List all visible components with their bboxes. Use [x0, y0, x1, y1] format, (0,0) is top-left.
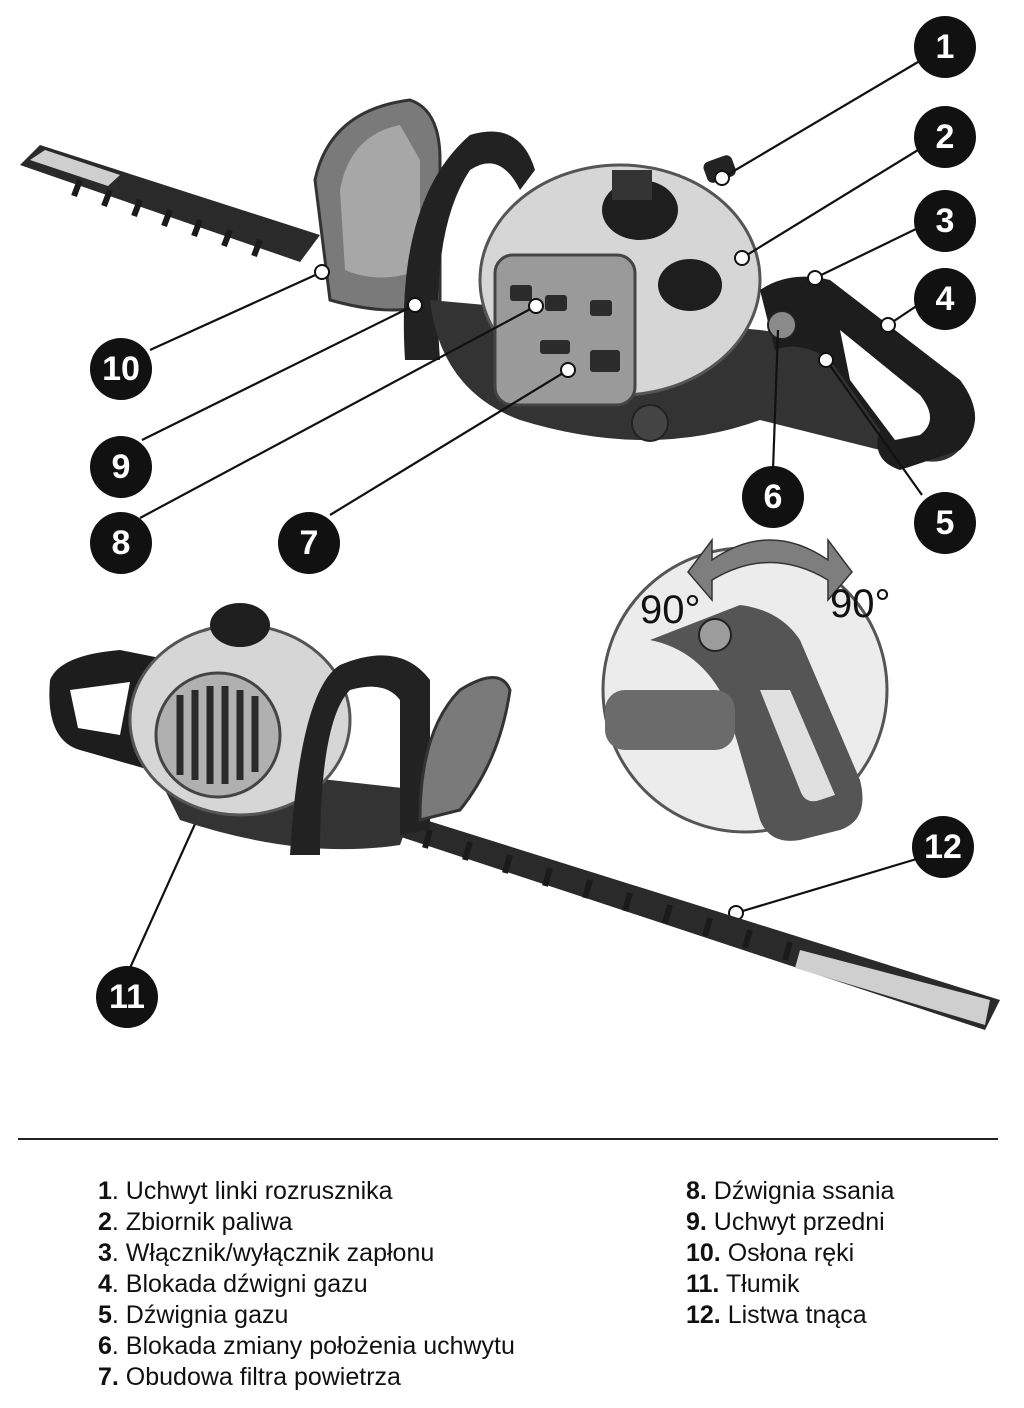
top-filter-vents: [510, 285, 620, 372]
legend-item: 4. Blokada dźwigni gazu: [98, 1270, 368, 1298]
callout-2: 2: [914, 106, 976, 168]
top-filter-housing: [493, 253, 637, 407]
bottom-hand-guard: [418, 676, 512, 822]
top-blade-tip: [30, 150, 120, 186]
top-muffler-cap: [631, 404, 669, 442]
bottom-trimmer: [49, 603, 1000, 1030]
callout-3: 3: [914, 190, 976, 252]
rotation-angle-left: 90°: [640, 588, 701, 632]
top-blade-teeth: [71, 178, 263, 258]
top-label-plate: [612, 170, 652, 200]
legend-item: 2. Zbiornik paliwa: [98, 1208, 293, 1236]
callout-9: 9: [90, 436, 152, 498]
legend-item: 1. Uchwyt linki rozrusznika: [98, 1177, 393, 1205]
callout-8: 8: [90, 512, 152, 574]
callout-4: 4: [914, 268, 976, 330]
product-diagram: 1 2 3 4 5 6 7 8 9 10 11 12 90° 90°: [20, 16, 1000, 1030]
bottom-front-handle: [290, 655, 430, 855]
callout-11: 11: [96, 966, 158, 1028]
top-oil-cap: [658, 259, 722, 311]
legend-item: 12. Listwa tnąca: [686, 1301, 867, 1329]
callout-6: 6: [742, 466, 804, 528]
legend-item: 11. Tłumik: [686, 1270, 800, 1298]
callout-1: 1: [914, 16, 976, 78]
legend-item: 10. Osłona ręki: [686, 1239, 855, 1267]
legend-divider: [18, 1138, 998, 1140]
callout-12: 12: [912, 816, 974, 878]
rotation-angle-right: 90°: [830, 582, 891, 626]
bottom-muffler: [154, 671, 282, 799]
legend-left-column: 1. Uchwyt linki rozrusznika 2. Zbiornik …: [98, 1176, 515, 1393]
rotation-arrow-icon: [687, 537, 853, 603]
bottom-fuel-cap: [210, 603, 270, 647]
legend-item: 5. Dźwignia gazu: [98, 1301, 289, 1329]
top-hand-guard-face: [340, 125, 420, 278]
leader-lines: [128, 61, 923, 969]
top-trimmer: [20, 98, 976, 470]
callout-10: 10: [90, 338, 152, 400]
handle-rotation-inset: [601, 537, 889, 841]
legend-item: 7. Obudowa filtra powietrza: [98, 1363, 401, 1391]
callout-5: 5: [914, 492, 976, 554]
top-rear-handle-opening: [840, 330, 930, 440]
callout-7: 7: [278, 512, 340, 574]
legend-item: 3. Włącznik/wyłącznik zapłonu: [98, 1239, 435, 1267]
bottom-blade-teeth: [422, 829, 793, 961]
bottom-muffler-slots: [176, 686, 259, 784]
legend-item: 9. Uchwyt przedni: [686, 1208, 885, 1236]
top-handle-lock-knob: [767, 310, 797, 340]
bottom-rear-handle-opening: [70, 682, 130, 735]
legend-right-column: 8. Dźwignia ssania 9. Uchwyt przedni 10.…: [686, 1176, 894, 1331]
legend-item: 6. Blokada zmiany położenia uchwytu: [98, 1332, 515, 1360]
bottom-blade-tip: [795, 950, 990, 1025]
hedge-trimmer-illustration: [20, 61, 1000, 1030]
legend-item: 8. Dźwignia ssania: [686, 1177, 895, 1205]
